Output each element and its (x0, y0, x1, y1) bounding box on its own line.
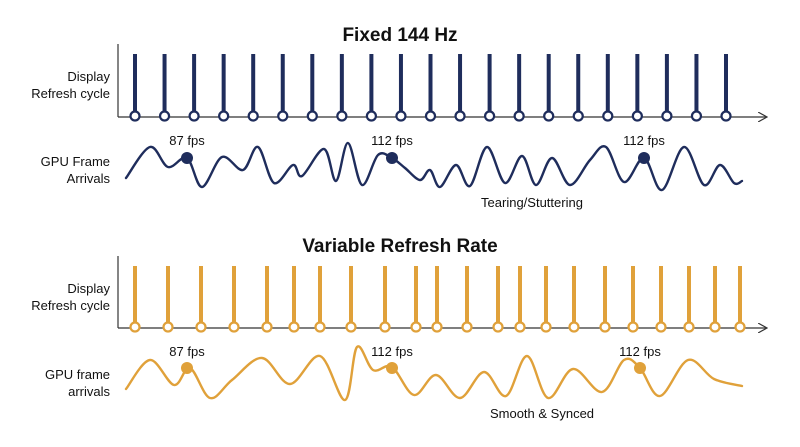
fixed-refresh-tick-marker (395, 110, 407, 122)
fixed-refresh-tick-marker (424, 110, 437, 122)
variable-refresh-tick-marker (709, 321, 721, 333)
variable-refresh-tick-marker (492, 321, 504, 333)
fixed-fps-dot-3 (638, 152, 650, 164)
fixed-refresh-tick-marker (661, 110, 673, 122)
variable-refresh-tick-marker (345, 321, 357, 333)
fixed-refresh-tick-marker (365, 110, 377, 122)
fixed-refresh-tick-marker (513, 110, 525, 122)
fixed-refresh-tick-marker (543, 110, 555, 122)
variable-panel: Variable Refresh Rate Display Refresh cy… (31, 236, 766, 421)
variable-fps-marker-1: 87 fps (169, 344, 205, 374)
fixed-refresh-tick-marker (158, 110, 171, 122)
variable-refresh-tick-marker (314, 321, 326, 333)
variable-fps-marker-3: 112 fps (619, 344, 661, 374)
variable-refresh-tick-marker (540, 321, 552, 333)
fixed-frame-wave (124, 141, 744, 192)
fixed-refresh-tick-marker (602, 110, 614, 122)
fixed-refresh-ticks (129, 54, 732, 122)
fixed-fps-dot-1 (181, 152, 193, 164)
variable-refresh-tick-marker (195, 321, 207, 333)
fixed-refresh-tick-marker (720, 110, 732, 122)
variable-fps-dot-1 (181, 362, 193, 374)
fixed-display-label-line2: Refresh cycle (31, 86, 110, 101)
variable-refresh-tick-marker (599, 321, 611, 333)
variable-refresh-tick-marker (734, 321, 746, 333)
fixed-fps-label-2: 112 fps (371, 133, 413, 148)
fixed-refresh-tick-marker (306, 110, 318, 122)
variable-refresh-tick-marker (261, 321, 273, 333)
variable-refresh-tick-marker (228, 321, 240, 333)
fixed-fps-marker-2: 112 fps (371, 133, 413, 164)
variable-refresh-tick-marker (461, 321, 473, 333)
fixed-refresh-tick-marker (690, 110, 703, 122)
variable-refresh-ticks (129, 266, 746, 333)
fixed-refresh-tick-marker (631, 110, 643, 122)
fixed-refresh-tick-marker (218, 110, 230, 122)
fixed-fps-marker-1: 87 fps (169, 133, 205, 164)
variable-fps-dot-3 (634, 362, 646, 374)
fixed-fps-label-1: 87 fps (169, 133, 205, 148)
fixed-gpu-label-line1: GPU Frame (41, 154, 110, 169)
fixed-fps-dot-2 (386, 152, 398, 164)
variable-panel-title: Variable Refresh Rate (302, 236, 497, 257)
fixed-refresh-tick-marker (572, 110, 584, 122)
variable-fps-label-1: 87 fps (169, 344, 205, 359)
variable-refresh-tick-marker (568, 321, 580, 333)
fixed-refresh-tick-marker (129, 110, 141, 122)
variable-gpu-label-line2: arrivals (68, 384, 110, 399)
variable-note: Smooth & Synced (490, 406, 594, 421)
fixed-refresh-tick-marker (336, 110, 348, 122)
variable-refresh-tick-marker (627, 321, 639, 333)
fixed-refresh-tick-marker (247, 110, 259, 122)
variable-refresh-tick-marker (655, 321, 667, 333)
variable-fps-dot-2 (386, 362, 398, 374)
variable-refresh-tick-marker (162, 321, 174, 333)
variable-frame-wave (124, 345, 744, 402)
fixed-fps-label-3: 112 fps (623, 133, 665, 148)
fixed-refresh-tick-marker (188, 110, 200, 122)
fixed-fps-marker-3: 112 fps (623, 133, 665, 164)
variable-refresh-tick-marker (379, 321, 391, 333)
variable-refresh-tick-marker (683, 321, 695, 333)
fixed-refresh-tick-marker (484, 110, 496, 122)
variable-gpu-label-line1: GPU frame (45, 367, 110, 382)
variable-fps-label-3: 112 fps (619, 344, 661, 359)
variable-refresh-tick-marker (431, 321, 443, 333)
fixed-refresh-tick-marker (277, 110, 289, 122)
variable-refresh-tick-marker (514, 321, 526, 333)
fixed-panel: Fixed 144 Hz Display Refresh cycle GPU F… (31, 25, 766, 210)
fixed-refresh-tick-marker (454, 110, 466, 122)
variable-display-label-line2: Refresh cycle (31, 298, 110, 313)
variable-refresh-tick-marker (288, 321, 300, 333)
fixed-display-label-line1: Display (67, 69, 110, 84)
fixed-note: Tearing/Stuttering (481, 195, 583, 210)
variable-display-label-line1: Display (67, 281, 110, 296)
fixed-panel-title: Fixed 144 Hz (342, 25, 457, 46)
variable-fps-marker-2: 112 fps (371, 344, 413, 374)
variable-refresh-tick-marker (410, 321, 422, 333)
variable-fps-label-2: 112 fps (371, 344, 413, 359)
fixed-gpu-label-line2: Arrivals (67, 171, 111, 186)
variable-refresh-tick-marker (129, 321, 141, 333)
